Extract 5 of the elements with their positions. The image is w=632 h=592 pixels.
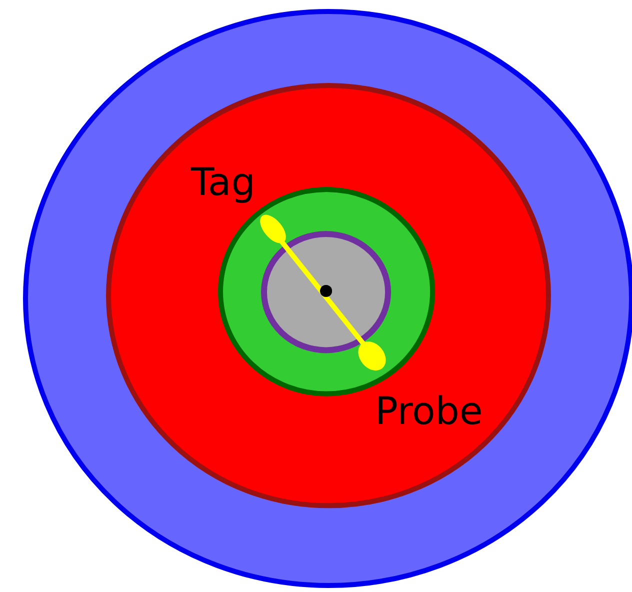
- outer-layer: [22, 8, 632, 588]
- middle-layer: [106, 83, 550, 509]
- probe-label: Probe: [375, 392, 483, 430]
- core: [260, 230, 391, 354]
- tag-label: Tag: [191, 163, 256, 201]
